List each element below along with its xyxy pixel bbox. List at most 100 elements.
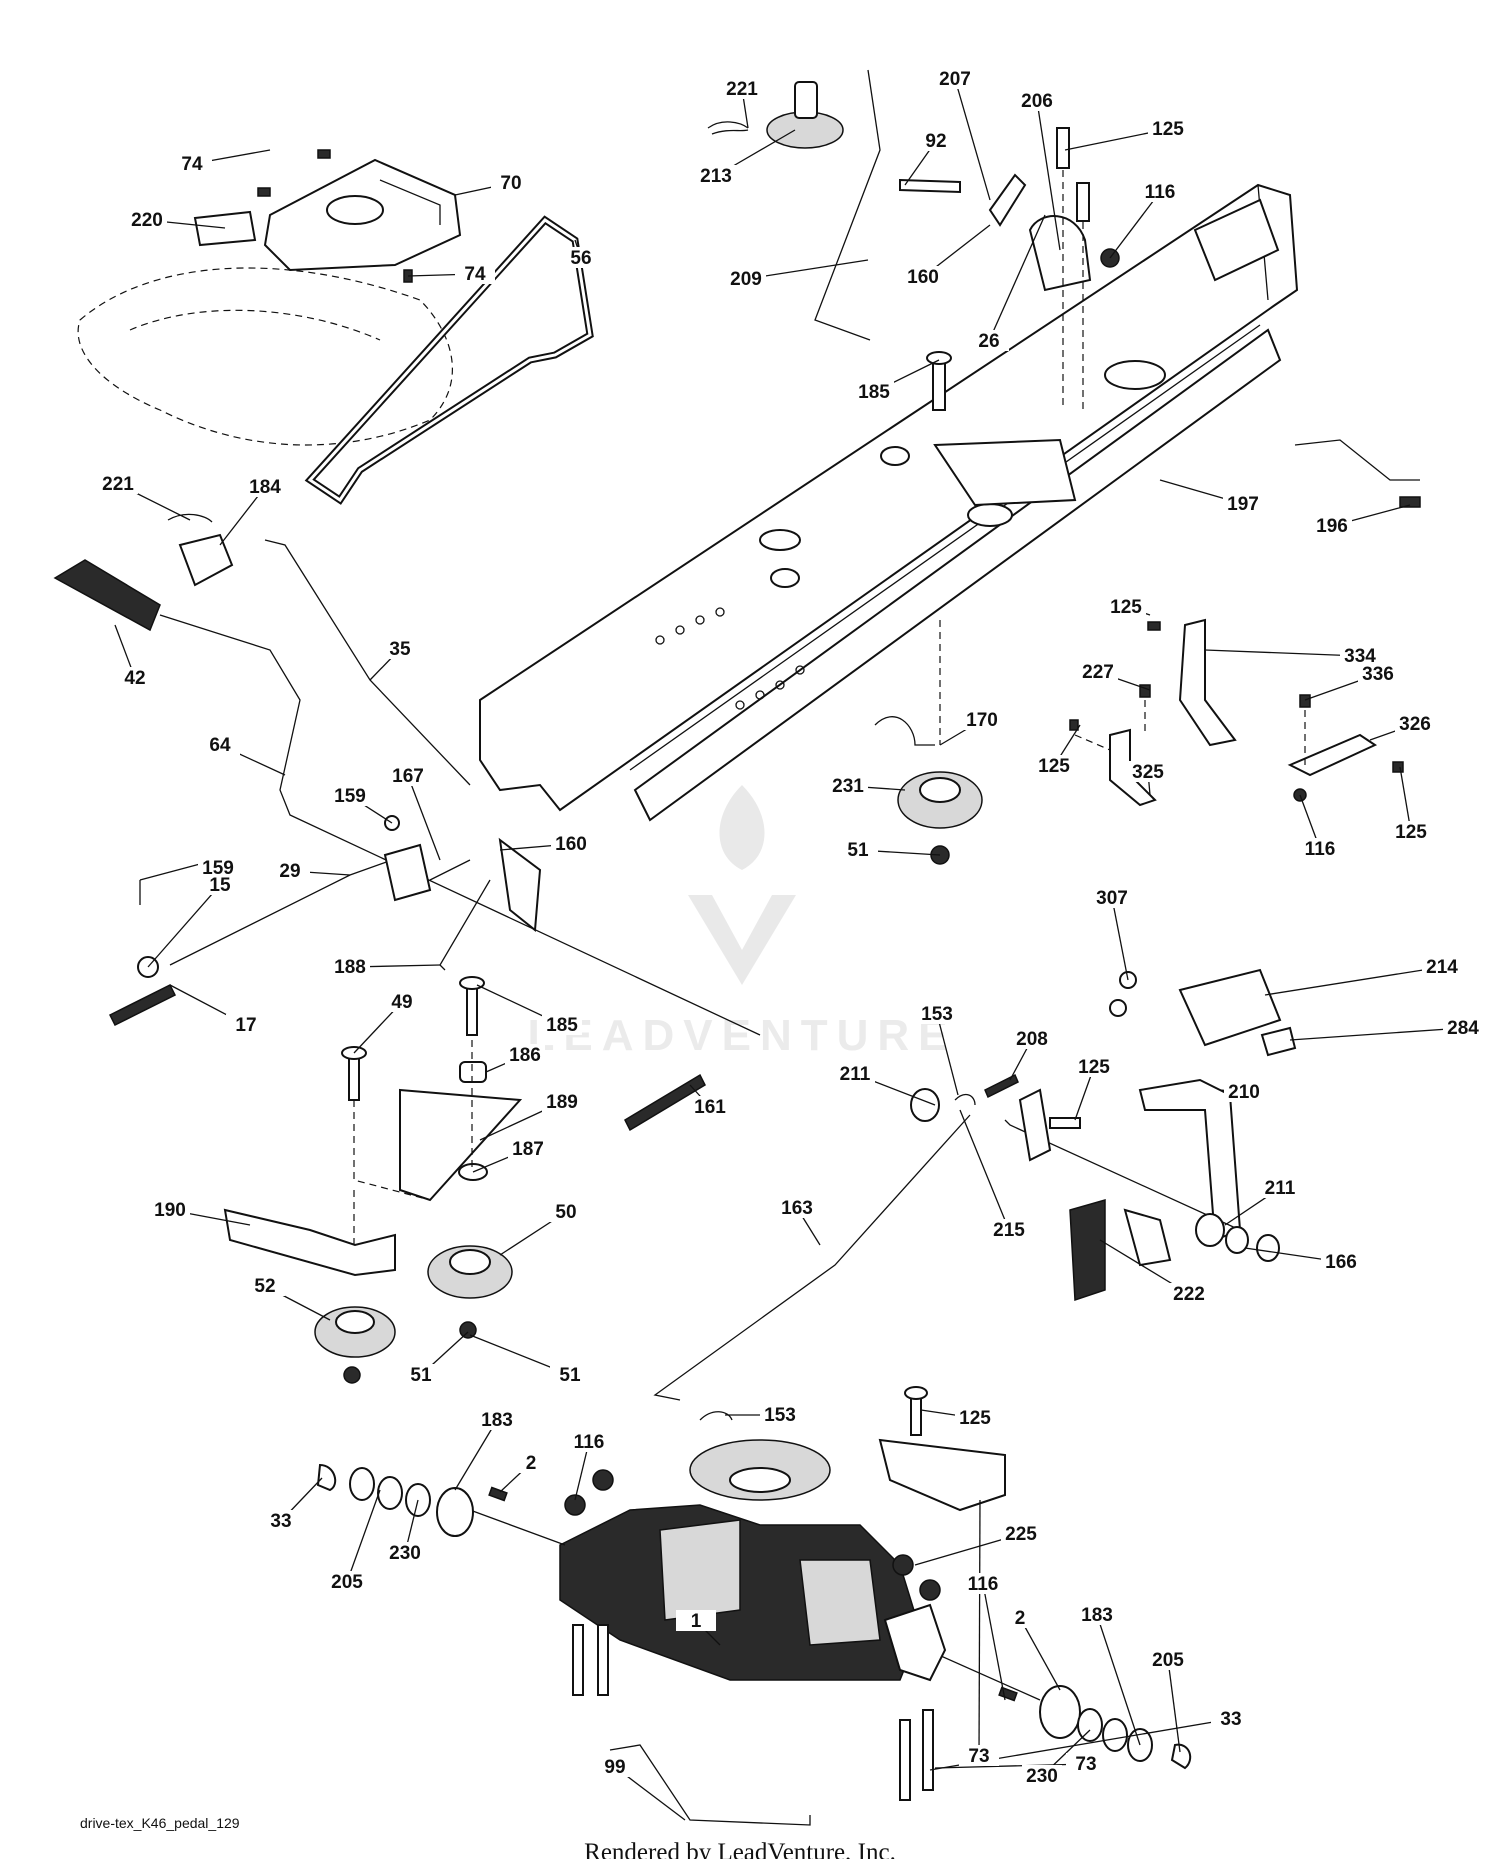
part-callout-116[interactable]: 116 — [1305, 839, 1336, 860]
part-callout-205[interactable]: 205 — [331, 1572, 363, 1593]
callout-labels: 2212132079220612511674702205616026209185… — [98, 68, 1483, 1787]
part-callout-210[interactable]: 210 — [1228, 1082, 1260, 1103]
part-callout-206[interactable]: 206 — [1021, 91, 1053, 112]
part-callout-15[interactable]: 15 — [209, 875, 231, 896]
part-callout-2[interactable]: 2 — [1015, 1608, 1026, 1629]
part-callout-188[interactable]: 188 — [334, 957, 366, 978]
part-callout-51[interactable]: 51 — [847, 840, 869, 861]
part-callout-153[interactable]: 153 — [764, 1405, 796, 1426]
callout-backing — [115, 667, 155, 688]
part-callout-42[interactable]: 42 — [124, 668, 145, 689]
part-callout-167[interactable]: 167 — [392, 766, 424, 787]
part-callout-159[interactable]: 159 — [202, 858, 234, 879]
part-callout-1[interactable]: 1 — [691, 1611, 702, 1632]
part-callout-166[interactable]: 166 — [1325, 1252, 1357, 1273]
part-callout-221[interactable]: 221 — [102, 474, 134, 495]
part-callout-56[interactable]: 56 — [570, 248, 591, 269]
upper-assemblies — [77, 69, 1421, 508]
callout-backing — [760, 1404, 800, 1425]
part-callout-197[interactable]: 197 — [1227, 494, 1259, 515]
part-callout-183[interactable]: 183 — [1081, 1605, 1113, 1626]
part-callout-125[interactable]: 125 — [1152, 119, 1184, 140]
part-callout-125[interactable]: 125 — [1395, 822, 1427, 843]
part-callout-33[interactable]: 33 — [1220, 1709, 1241, 1730]
part-callout-35[interactable]: 35 — [389, 639, 411, 660]
part-callout-334[interactable]: 334 — [1344, 646, 1376, 667]
part-callout-125[interactable]: 125 — [959, 1408, 991, 1429]
part-callout-153[interactable]: 153 — [921, 1004, 953, 1025]
part-callout-185[interactable]: 185 — [858, 382, 890, 403]
part-callout-125[interactable]: 125 — [1110, 597, 1142, 618]
part-callout-125[interactable]: 125 — [1078, 1057, 1110, 1078]
part-callout-231[interactable]: 231 — [832, 776, 864, 797]
callout-backing — [1077, 1604, 1117, 1625]
part-callout-227[interactable]: 227 — [1082, 662, 1114, 683]
part-callout-125[interactable]: 125 — [1038, 756, 1070, 777]
part-callout-49[interactable]: 49 — [391, 992, 412, 1013]
callout-backing — [854, 381, 894, 402]
part-callout-74[interactable]: 74 — [181, 154, 203, 175]
part-callout-50[interactable]: 50 — [555, 1202, 576, 1223]
part-callout-185[interactable]: 185 — [546, 1015, 578, 1036]
part-callout-51[interactable]: 51 — [410, 1365, 432, 1386]
part-callout-163[interactable]: 163 — [781, 1198, 813, 1219]
callout-backing — [1078, 661, 1118, 682]
part-callout-211[interactable]: 211 — [840, 1064, 871, 1085]
part-callout-230[interactable]: 230 — [1026, 1766, 1058, 1787]
part-callout-326[interactable]: 326 — [1399, 714, 1431, 735]
part-callout-73[interactable]: 73 — [1075, 1754, 1096, 1775]
part-callout-196[interactable]: 196 — [1316, 516, 1348, 537]
part-callout-70[interactable]: 70 — [500, 173, 521, 194]
part-callout-29[interactable]: 29 — [279, 861, 300, 882]
part-callout-325[interactable]: 325 — [1132, 762, 1164, 783]
leader-line — [1111, 897, 1129, 981]
callout-backing — [380, 638, 420, 659]
part-callout-220[interactable]: 220 — [131, 210, 163, 231]
part-callout-184[interactable]: 184 — [249, 477, 281, 498]
part-callout-183[interactable]: 183 — [481, 1410, 513, 1431]
part-callout-52[interactable]: 52 — [254, 1276, 275, 1297]
part-callout-51[interactable]: 51 — [559, 1365, 581, 1386]
part-callout-116[interactable]: 116 — [968, 1574, 999, 1595]
part-callout-284[interactable]: 284 — [1447, 1018, 1479, 1039]
callout-backing — [1340, 645, 1380, 666]
part-callout-207[interactable]: 207 — [939, 69, 971, 90]
part-callout-99[interactable]: 99 — [604, 1757, 625, 1778]
part-callout-214[interactable]: 214 — [1426, 957, 1458, 978]
part-callout-64[interactable]: 64 — [209, 735, 231, 756]
part-callout-159[interactable]: 159 — [334, 786, 366, 807]
part-callout-190[interactable]: 190 — [154, 1200, 186, 1221]
part-callout-161[interactable]: 161 — [694, 1097, 726, 1118]
part-callout-160[interactable]: 160 — [555, 834, 587, 855]
callout-backing — [1022, 1765, 1062, 1786]
part-callout-221[interactable]: 221 — [726, 79, 758, 100]
part-callout-74[interactable]: 74 — [464, 264, 486, 285]
part-callout-222[interactable]: 222 — [1173, 1284, 1205, 1305]
part-callout-205[interactable]: 205 — [1152, 1650, 1184, 1671]
part-callout-33[interactable]: 33 — [270, 1511, 291, 1532]
part-callout-208[interactable]: 208 — [1016, 1029, 1048, 1050]
part-callout-186[interactable]: 186 — [509, 1045, 541, 1066]
part-callout-187[interactable]: 187 — [512, 1139, 544, 1160]
part-callout-211[interactable]: 211 — [1265, 1178, 1296, 1199]
part-callout-225[interactable]: 225 — [1005, 1524, 1037, 1545]
part-callout-189[interactable]: 189 — [546, 1092, 578, 1113]
callout-backing — [172, 153, 212, 174]
part-callout-17[interactable]: 17 — [235, 1015, 256, 1036]
part-callout-160[interactable]: 160 — [907, 267, 939, 288]
part-callout-116[interactable]: 116 — [574, 1432, 605, 1453]
part-callout-307[interactable]: 307 — [1096, 888, 1128, 909]
part-callout-2[interactable]: 2 — [526, 1453, 537, 1474]
part-callout-170[interactable]: 170 — [966, 710, 998, 731]
part-callout-92[interactable]: 92 — [925, 131, 946, 152]
callout-backing — [777, 1197, 817, 1218]
part-callout-26[interactable]: 26 — [978, 331, 999, 352]
part-callout-209[interactable]: 209 — [730, 269, 762, 290]
callout-backing — [546, 1201, 586, 1222]
part-callout-213[interactable]: 213 — [700, 166, 732, 187]
part-callout-215[interactable]: 215 — [993, 1220, 1025, 1241]
part-callout-116[interactable]: 116 — [1145, 182, 1176, 203]
part-callout-73[interactable]: 73 — [968, 1746, 989, 1767]
part-callout-336[interactable]: 336 — [1362, 664, 1394, 685]
part-callout-230[interactable]: 230 — [389, 1543, 421, 1564]
